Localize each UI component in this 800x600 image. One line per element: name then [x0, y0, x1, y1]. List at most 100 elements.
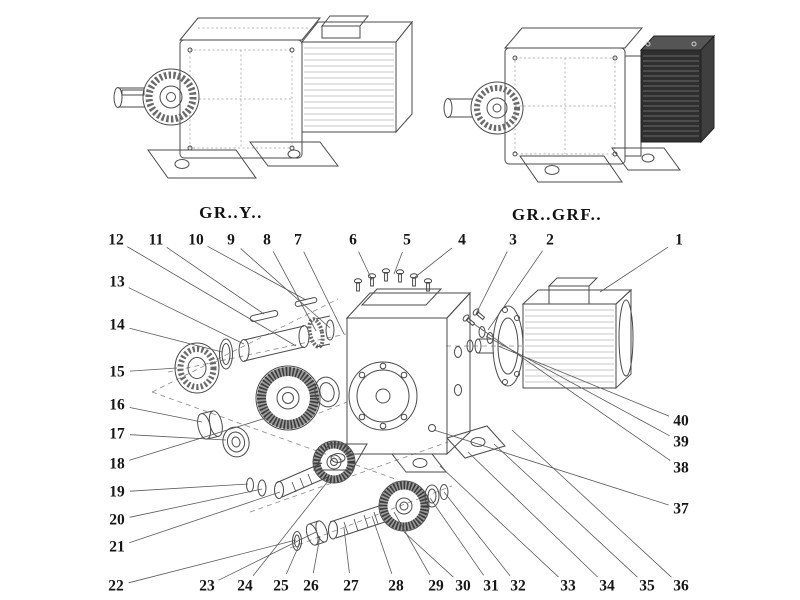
callout-22: 22: [108, 578, 124, 595]
housing-front-face: [346, 317, 448, 455]
callout-35: 35: [639, 578, 655, 595]
callout-34: 34: [599, 578, 615, 595]
callout-7: 7: [294, 232, 302, 249]
bolt-head: [512, 55, 518, 61]
cover-bolts: [353, 268, 433, 292]
mounting-foot: [147, 149, 257, 179]
shaft-tip: [315, 315, 331, 348]
bolt-head: [512, 151, 518, 157]
leader-line-14: [129, 327, 223, 353]
output-shaft: [448, 98, 472, 118]
leader-line-26: [312, 535, 321, 574]
brake-block-fins: [643, 55, 699, 137]
callout-24: 24: [237, 578, 253, 595]
foot-hole: [330, 453, 346, 463]
leader-line-28: [371, 515, 393, 574]
leader-line-35: [493, 443, 638, 578]
callout-40: 40: [673, 413, 689, 430]
shaft-key: [249, 310, 279, 322]
callout-15: 15: [109, 364, 125, 381]
terminal-box: [547, 277, 599, 287]
leader-line-30: [403, 531, 454, 578]
ball-bearing: [314, 376, 340, 408]
assembled-view-gr-y: [113, 15, 414, 179]
assembled-view-gr-grf: [443, 27, 716, 183]
spline-hatch: [343, 511, 379, 535]
callout-19: 19: [109, 484, 125, 501]
motor-side-face: [615, 288, 632, 390]
shaft-end: [113, 87, 123, 108]
shaft-end: [474, 338, 482, 354]
output-hub: [142, 68, 200, 126]
shaft-key: [121, 89, 145, 96]
leader-line-12: [126, 246, 297, 347]
leader-line-18: [129, 417, 267, 461]
callout-12: 12: [108, 232, 124, 249]
foot-hole: [641, 153, 655, 163]
callout-27: 27: [343, 578, 359, 595]
output-shaft-assembly: [292, 480, 449, 551]
bolt-head: [612, 55, 618, 61]
flange-bolt-hole: [514, 315, 520, 321]
bolt-hole: [358, 413, 366, 421]
leader-line-27: [343, 527, 350, 574]
inspection-cover: [360, 288, 443, 306]
callout-8: 8: [263, 232, 271, 249]
bolt-hole: [400, 371, 408, 379]
bolt-head: [187, 47, 193, 53]
leader-line-24: [252, 475, 333, 577]
ribbed-bearing: [174, 342, 220, 394]
motor-top-face: [300, 21, 414, 43]
adapter-flange: [624, 55, 642, 157]
variant-label-gr-grf: GR..GRF..: [512, 205, 602, 224]
callout-13: 13: [109, 274, 125, 291]
leader-line-6: [358, 251, 373, 281]
brake-block-side: [700, 34, 715, 144]
leader-line-19: [129, 483, 249, 492]
housing-bore-inner: [356, 369, 410, 423]
callout-2: 2: [546, 232, 554, 249]
motor-fins: [525, 309, 614, 383]
callout-32: 32: [510, 578, 526, 595]
shaft-end: [443, 98, 453, 118]
flange-bolt-hole: [514, 371, 520, 377]
flange-bolt-hole: [502, 379, 508, 385]
leader-line-25: [285, 542, 301, 575]
terminal-box: [320, 15, 370, 27]
intermediate-gear-cluster: [197, 365, 340, 458]
large-gear: [255, 365, 321, 431]
electric-motor: [461, 277, 634, 390]
motor-top-face: [521, 289, 633, 305]
ball-bearing: [222, 426, 250, 458]
motor-body: [301, 41, 397, 133]
seal-ring: [219, 338, 233, 370]
callout-30: 30: [455, 578, 471, 595]
bolt-hole: [358, 371, 366, 379]
callout-9: 9: [227, 232, 235, 249]
callout-21: 21: [109, 539, 125, 556]
housing-side-face: [446, 291, 471, 456]
bolt-hole: [400, 413, 408, 421]
cover-cup: [197, 410, 223, 440]
leader-line-37: [433, 429, 669, 506]
callout-16: 16: [109, 397, 125, 414]
leader-line-20: [129, 488, 263, 518]
spline-hatch: [291, 473, 313, 493]
output-hub: [470, 81, 524, 135]
bolt-hole: [379, 422, 387, 430]
callout-20: 20: [109, 512, 125, 529]
flange-bolt-hole: [502, 307, 508, 313]
callout-3: 3: [509, 232, 517, 249]
callout-6: 6: [349, 232, 357, 249]
gearbox-top-face: [503, 27, 644, 49]
leader-line-10: [207, 245, 307, 301]
pinion-teeth: [307, 317, 325, 349]
leader-line-33: [439, 465, 559, 578]
callout-31: 31: [483, 578, 499, 595]
callout-37: 37: [673, 501, 689, 518]
callout-29: 29: [428, 578, 444, 595]
leader-line-11: [166, 246, 265, 315]
leader-line-34: [467, 451, 598, 578]
